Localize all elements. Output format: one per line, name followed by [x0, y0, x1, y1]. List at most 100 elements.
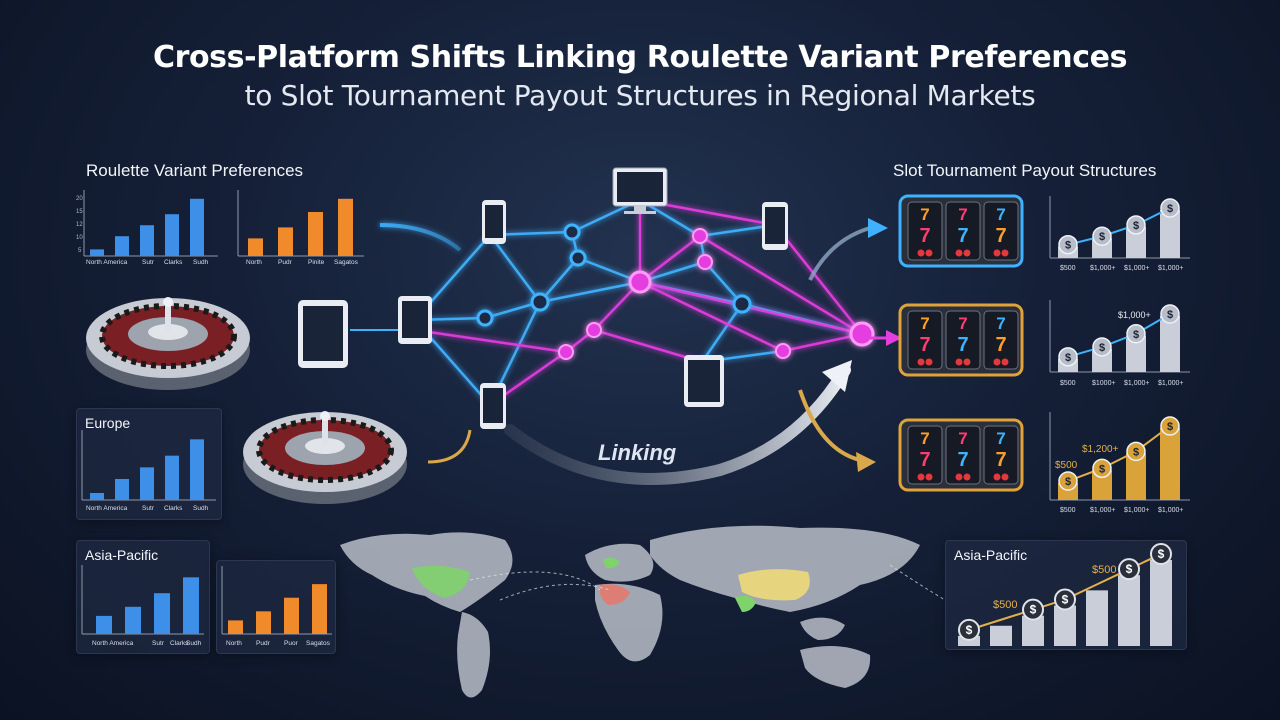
svg-text:$: $: [1065, 352, 1071, 364]
bar: [96, 615, 112, 634]
svg-text:$: $: [1065, 476, 1071, 488]
smartphone-icon: [762, 202, 788, 250]
dollar-coin-icon: $: [1160, 304, 1180, 324]
x-tick-label: Clarks: [164, 505, 183, 512]
bar: [284, 597, 299, 634]
bar-series: [90, 439, 204, 500]
dollar-coin-icon: $: [1058, 234, 1078, 255]
x-tick-label: Pudr: [278, 259, 293, 266]
x-tick-label: $500: [1060, 507, 1076, 514]
x-tick-label: North America: [92, 640, 134, 647]
y-tick: 15: [76, 209, 83, 215]
data-label: $500: [993, 599, 1017, 611]
asia-chart-blue: North America Sutr Clarks Sudh: [81, 565, 204, 647]
x-tick-label: Sagatos: [334, 259, 359, 266]
bar: [90, 249, 104, 256]
tablet-icon: [684, 355, 724, 407]
svg-text:$: $: [1167, 309, 1173, 321]
x-tick-label: $1,000+: [1090, 265, 1116, 272]
svg-text:7: 7: [919, 334, 930, 356]
bar-series: [90, 198, 204, 256]
y-tick: 10: [76, 235, 83, 241]
bar: [958, 635, 980, 646]
asia-chart-orange: North Pudr Puor Sagatos: [221, 566, 332, 647]
dollar-coin-icon: $: [1092, 337, 1112, 357]
svg-text:7: 7: [957, 225, 968, 247]
svg-text:$: $: [1133, 220, 1139, 232]
svg-text:7: 7: [920, 314, 929, 333]
bar: [1118, 575, 1140, 646]
y-tick: 12: [76, 222, 83, 228]
bar: [183, 577, 199, 634]
data-label: $1,000+: [1118, 310, 1151, 320]
dollar-coin-icon: $: [1126, 324, 1146, 344]
svg-text:7: 7: [920, 429, 929, 448]
data-label: $500: [1092, 564, 1116, 576]
x-tick-label: $1000+: [1092, 380, 1116, 387]
bar: [338, 198, 353, 256]
x-tick-label: North America: [86, 505, 128, 512]
bar: [248, 238, 263, 256]
bar: [90, 493, 104, 500]
bar-series: [96, 577, 199, 634]
svg-text:7: 7: [995, 334, 1006, 356]
dollar-coin-icon: $: [1054, 588, 1076, 611]
svg-text:$: $: [1167, 203, 1173, 215]
bar: [278, 227, 293, 256]
dollar-coin-icon: $: [1160, 198, 1180, 218]
dollar-coin-icon: $: [1058, 347, 1078, 367]
europe-chart: North America Sutr Clarks Sudh: [81, 430, 216, 512]
dollar-coin-icon: $: [1092, 226, 1112, 246]
svg-text:7: 7: [919, 449, 930, 471]
x-tick-label: Clarks: [164, 259, 183, 266]
smartphone-icon: [480, 383, 506, 429]
bar: [990, 625, 1012, 646]
bar: [1022, 615, 1044, 646]
bar: [1160, 428, 1180, 500]
x-tick-label: Sutr: [152, 640, 165, 647]
svg-text:$: $: [1133, 446, 1139, 458]
x-tick-label: $1,000+: [1124, 265, 1150, 272]
svg-text:7: 7: [958, 429, 967, 448]
svg-text:7: 7: [920, 205, 929, 224]
payout-chart-row3: $$$$ $500 $1,200+ $500 $1,000+ $1,000+ $…: [1049, 412, 1190, 514]
x-tick-label: Sagatos: [306, 640, 331, 647]
tablet-icon: [298, 300, 348, 368]
x-tick-label: $1,000+: [1124, 380, 1150, 387]
x-tick-label: $1,000+: [1158, 265, 1184, 272]
bar: [165, 455, 179, 500]
data-label: $1,200+: [1082, 444, 1119, 455]
svg-text:7: 7: [995, 225, 1006, 247]
bar: [154, 593, 170, 634]
network-nodes: [476, 223, 875, 360]
x-tick-label: North: [246, 259, 262, 266]
svg-text:$: $: [1099, 231, 1105, 243]
dollar-coin-icon: $: [1126, 441, 1146, 462]
dollar-coin-icon: $: [1022, 598, 1044, 621]
bar: [1086, 590, 1108, 646]
svg-text:$: $: [1099, 342, 1105, 354]
y-tick: 5: [78, 248, 82, 254]
trend-line: [1067, 425, 1171, 482]
svg-text:7: 7: [919, 225, 930, 247]
svg-text:7: 7: [958, 205, 967, 224]
roulette-wheel-icon: [86, 297, 250, 390]
dollar-coin-icon: $: [1118, 558, 1140, 581]
payout-chart-row1: $$$$ $500 $1,000+ $1,000+ $1,000+: [1049, 196, 1190, 272]
x-tick-label: Sutr: [142, 259, 155, 266]
svg-text:$: $: [1030, 603, 1037, 617]
svg-text:$: $: [1062, 593, 1069, 607]
roulette-chart-orange-top: North Pudr Pinite Sagatos: [237, 190, 364, 266]
dollar-coin-icon: $: [1092, 458, 1112, 479]
roulette-section-title: Roulette Variant Preferences: [86, 161, 304, 180]
bar: [1126, 335, 1146, 372]
page-title: Cross-Platform Shifts Linking Roulette V…: [0, 40, 1280, 112]
svg-text:$: $: [1099, 463, 1105, 475]
bar: [1160, 316, 1180, 372]
